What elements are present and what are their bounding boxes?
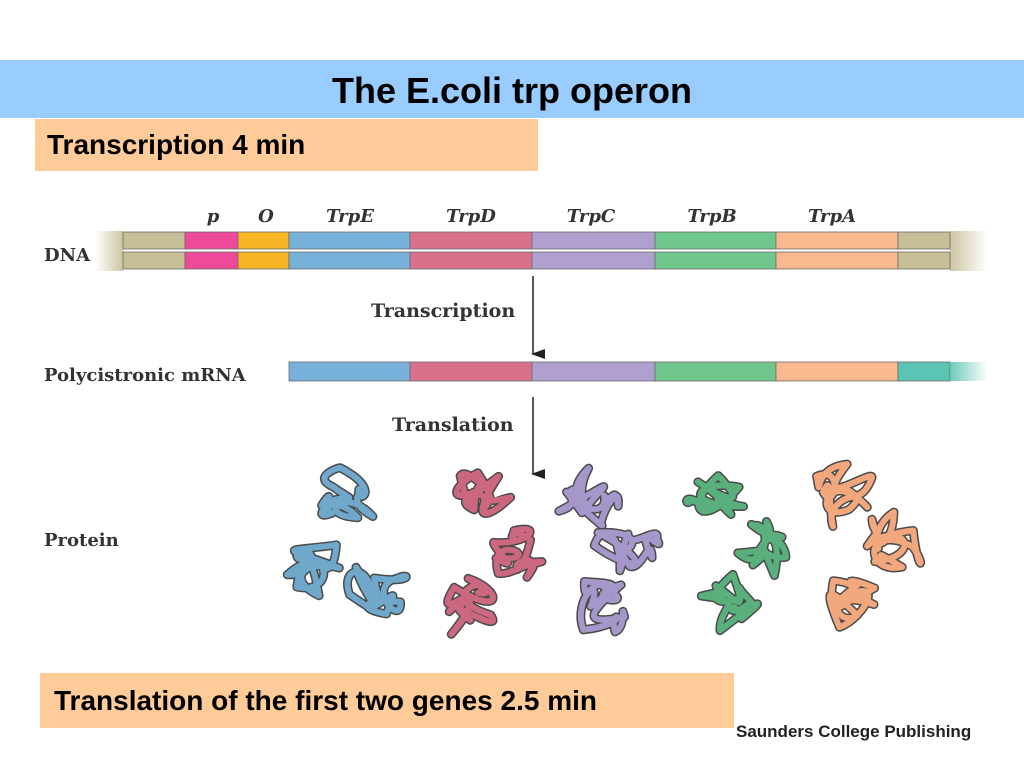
dna-right-fade — [950, 231, 988, 271]
dna-strand-top — [122, 231, 951, 250]
dna-strand-bottom — [122, 251, 951, 270]
mrna-tail-fade — [950, 362, 988, 381]
gene-label-trpc: TrpC — [567, 206, 616, 227]
protein-trpc-0 — [555, 465, 622, 529]
dna-bottom-segment-trpd — [409, 251, 533, 270]
gene-label-o: O — [258, 206, 274, 227]
publisher-credit: Saunders College Publishing — [736, 722, 972, 741]
protein-trpd-1 — [490, 526, 545, 581]
mrna-row-label: Polycistronic mRNA — [44, 365, 247, 386]
protein-trpe-2 — [344, 564, 410, 617]
protein-trpb-0 — [683, 472, 747, 518]
dna-bottom-segment-trpa — [775, 251, 899, 270]
protein-trpd-0 — [453, 469, 514, 517]
gene-label-trpa: TrpA — [808, 206, 856, 227]
protein-trpa-2 — [826, 577, 878, 631]
dna-bottom-segment-o — [237, 251, 290, 270]
dna-bottom-segment-left-flank — [122, 251, 186, 270]
dna-left-fade — [95, 231, 123, 271]
title-bar: The E.coli trp operon — [0, 60, 1024, 118]
dna-bottom-segment-right-flank — [897, 251, 951, 270]
dna-top-segment-p — [184, 231, 239, 250]
dna-bottom-segment-trpc — [531, 251, 656, 270]
dna-top-segment-trpa — [775, 231, 899, 250]
protein-trpa-1 — [864, 509, 924, 571]
dna-top-segment-o — [237, 231, 290, 250]
protein-trpd-2 — [444, 575, 496, 638]
translation-time-box: Translation of the first two genes 2.5 m… — [40, 673, 734, 728]
protein-trpe-0 — [318, 464, 376, 521]
gene-label-trpd: TrpD — [446, 206, 496, 227]
gene-label-p: p — [207, 206, 220, 227]
protein-trpb-1 — [734, 518, 789, 579]
dna-top-segment-trpb — [654, 231, 777, 250]
dna-bottom-segment-trpb — [654, 251, 777, 270]
translation-step-label: Translation — [392, 414, 514, 436]
mrna-segment-3 — [654, 361, 777, 382]
gene-label-trpb: TrpB — [687, 206, 736, 227]
dna-top-segment-trpc — [531, 231, 656, 250]
transcription-time-box: Transcription 4 min — [35, 119, 538, 171]
gene-label-trpe: TrpE — [326, 206, 374, 227]
protein-trpa-0 — [813, 461, 875, 530]
mrna-segment-0 — [288, 361, 411, 382]
dna-top-segment-right-flank — [897, 231, 951, 250]
protein-blobs — [282, 459, 926, 639]
dna-row-label: DNA — [44, 245, 91, 266]
dna-top-segment-left-flank — [122, 231, 186, 250]
mrna-segment-5 — [897, 361, 951, 382]
dna-bottom-segment-trpe — [288, 251, 411, 270]
protein-trpe-1 — [284, 541, 343, 599]
mrna-strand — [288, 361, 951, 382]
protein-trpc-2 — [577, 578, 628, 635]
dna-top-segment-trpd — [409, 231, 533, 250]
transcription-step-label: Transcription — [371, 300, 515, 322]
dna-bottom-segment-p — [184, 251, 239, 270]
mrna-segment-4 — [775, 361, 899, 382]
mrna-segment-1 — [409, 361, 533, 382]
protein-trpb-2 — [698, 571, 761, 634]
mrna-segment-2 — [531, 361, 656, 382]
protein-trpc-1 — [591, 529, 662, 574]
dna-top-segment-trpe — [288, 231, 411, 250]
protein-row-label: Protein — [44, 530, 119, 551]
slide-title: The E.coli trp operon — [331, 70, 693, 111]
